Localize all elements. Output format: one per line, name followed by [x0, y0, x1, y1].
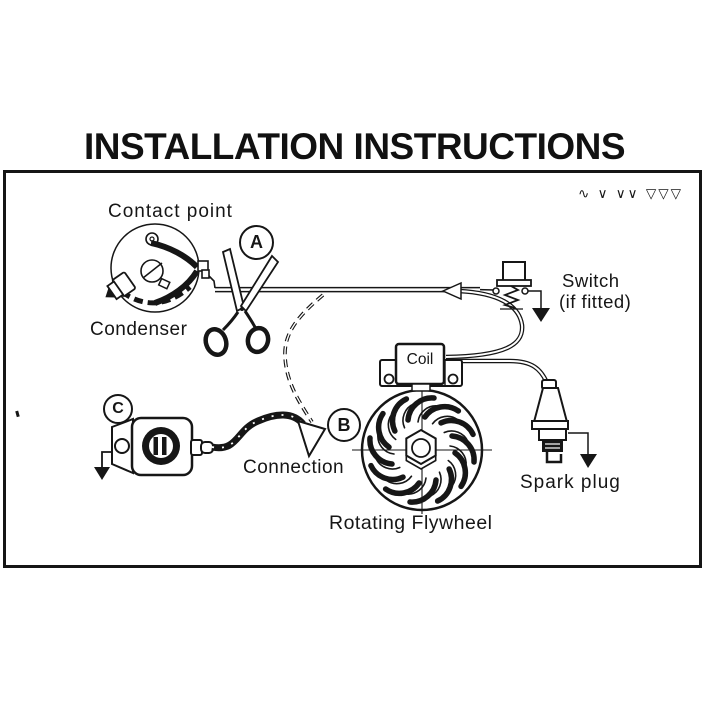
scissors-icon	[203, 247, 280, 357]
cut-wire-dashed-path	[283, 293, 325, 423]
ground-arrow-icon	[532, 308, 550, 322]
ground-arrow-icon	[580, 454, 597, 468]
step-marker-a: A	[239, 225, 274, 260]
label-rotating-flywheel: Rotating Flywheel	[329, 512, 493, 534]
flywheel	[352, 388, 492, 514]
label-coil: Coil	[406, 351, 434, 368]
coil-to-plug-wire	[446, 358, 550, 384]
calibration-marks-icon: ∿ ∨ ∨∨ ▽▽▽	[578, 186, 683, 202]
module-logo-icon	[142, 427, 180, 465]
label-condenser: Condenser	[90, 319, 188, 340]
page-title: INSTALLATION INSTRUCTIONS	[83, 126, 626, 167]
condenser-body	[105, 271, 136, 301]
label-spark-plug: Spark plug	[520, 472, 621, 493]
ground-arrow-icon	[94, 467, 110, 480]
label-contact-point: Contact point	[108, 201, 233, 222]
print-artifact	[15, 410, 20, 418]
kill-switch	[492, 261, 550, 322]
module-cable	[211, 411, 327, 459]
label-switch-note: (if fitted)	[559, 291, 632, 312]
module-assembly	[94, 416, 214, 480]
flywheel-nut	[405, 428, 437, 470]
label-connection: Connection	[243, 457, 345, 478]
breaker-points-assembly	[105, 223, 210, 313]
ignition-loop-wire	[441, 281, 525, 360]
coil-assembly	[379, 342, 463, 392]
step-marker-b: B	[327, 408, 361, 442]
diagram-border	[3, 170, 702, 568]
spark-plug	[531, 379, 597, 468]
label-switch: Switch	[562, 270, 620, 291]
connection-arrow-icon	[296, 419, 327, 459]
step-marker-c: C	[103, 394, 133, 424]
